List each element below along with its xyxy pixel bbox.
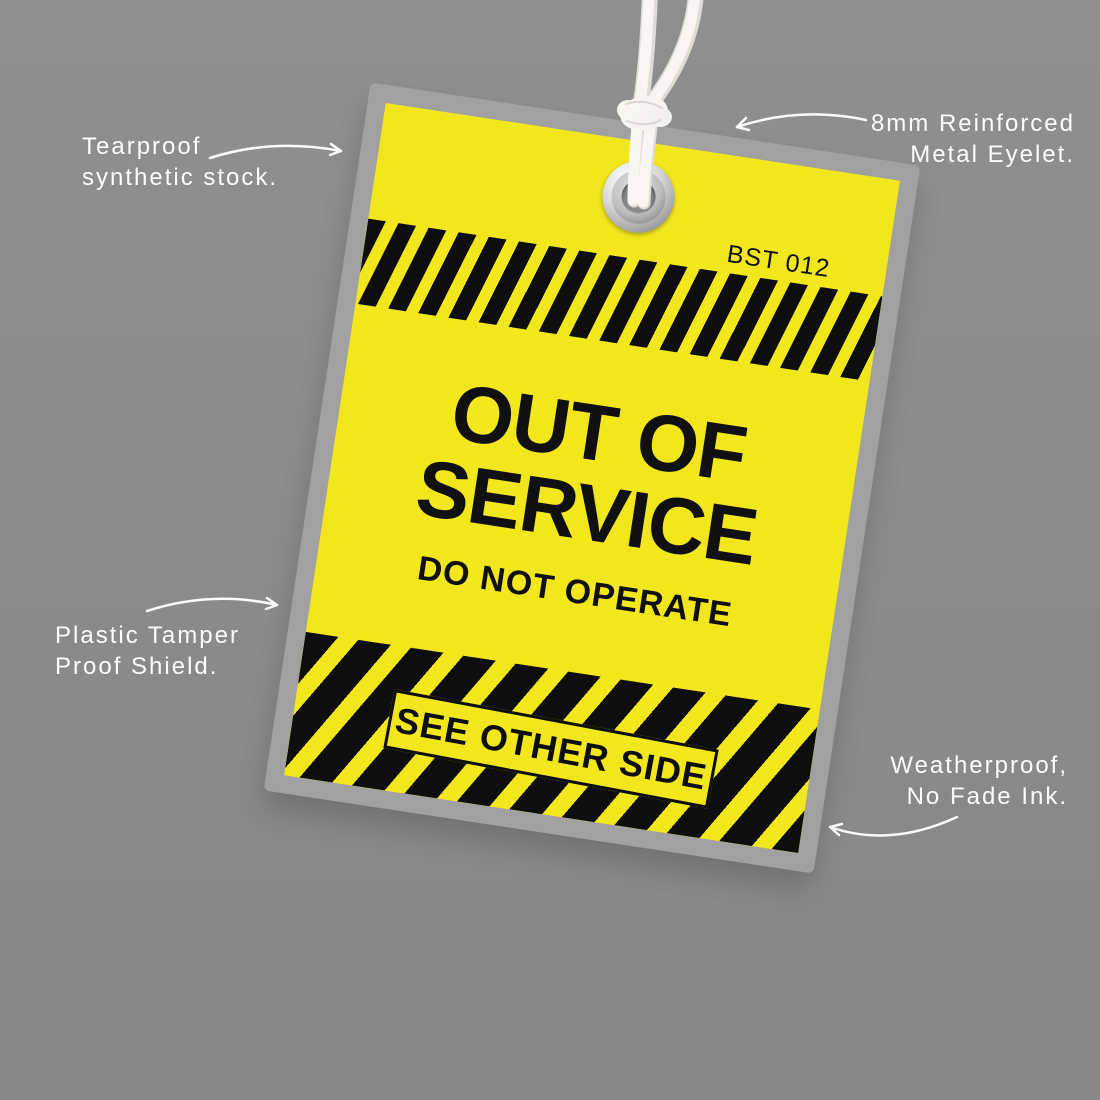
string-strand-left bbox=[634, 0, 655, 108]
callout-line: Weatherproof, bbox=[890, 752, 1068, 779]
hazard-stripes-top bbox=[355, 218, 883, 382]
callout-line: Proof Shield. bbox=[55, 653, 219, 680]
arrow-to-eyelet bbox=[735, 113, 868, 129]
arrow-to-shield-edge bbox=[145, 597, 279, 613]
callout-weatherproof-ink: Weatherproof, No Fade Ink. bbox=[890, 750, 1068, 812]
arrowhead bbox=[328, 142, 343, 157]
callout-line: Tearproof bbox=[82, 133, 202, 160]
callout-tearproof-stock: Tearproof synthetic stock. bbox=[82, 131, 278, 193]
arrowhead bbox=[264, 596, 279, 611]
callout-line: Metal Eyelet. bbox=[910, 141, 1075, 168]
callout-line: No Fade Ink. bbox=[906, 783, 1068, 810]
metal-eyelet bbox=[597, 155, 680, 238]
arrow-to-tag-bottom bbox=[828, 815, 959, 837]
callout-line: synthetic stock. bbox=[82, 164, 279, 191]
callout-line: Plastic Tamper bbox=[55, 622, 240, 649]
out-of-service-tag: BST 012 OUT OF SERVICE DO NOT OPERATE SE… bbox=[284, 102, 900, 854]
callout-metal-eyelet: 8mm Reinforced Metal Eyelet. bbox=[871, 108, 1075, 170]
arrowhead bbox=[735, 116, 751, 132]
string-strand-right bbox=[644, 0, 700, 110]
callout-line: 8mm Reinforced bbox=[870, 110, 1075, 137]
tamper-proof-shield: BST 012 OUT OF SERVICE DO NOT OPERATE SE… bbox=[263, 82, 921, 874]
callout-tamper-shield: Plastic Tamper Proof Shield. bbox=[55, 620, 240, 682]
arrowhead bbox=[828, 822, 844, 837]
